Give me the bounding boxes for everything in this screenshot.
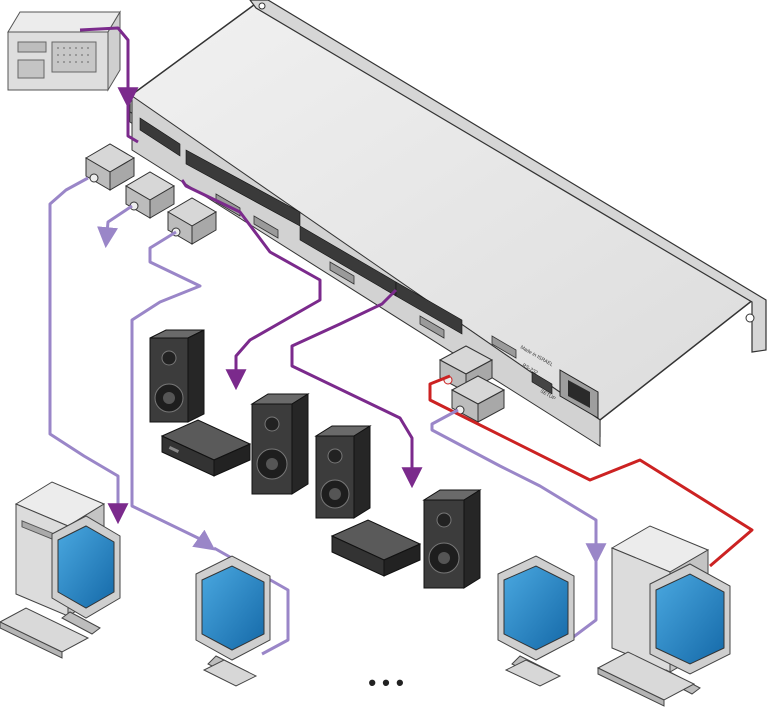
desktop-computer-1-icon: [0, 481, 121, 659]
dip-switch-block: [531, 371, 553, 395]
cables: [48, 26, 754, 656]
ellipsis-more-devices: • • •: [368, 670, 403, 695]
lcd-monitor-2-icon: [497, 555, 575, 687]
power-socket-icon: [559, 369, 599, 419]
vga-connector-3-icon: [167, 197, 217, 245]
cable-vga-monitor-2: [430, 408, 607, 565]
speaker-1-icon: [149, 329, 205, 423]
lcd-monitor-1-icon: [195, 555, 271, 687]
cable-audio-out-2: [290, 288, 423, 489]
vga-connector-2-icon: [125, 171, 175, 219]
cable-rs232: [428, 374, 754, 568]
amplifier-2-icon: [330, 519, 422, 577]
cable-vga-computer-1: [48, 176, 129, 525]
speaker-3-icon: [314, 425, 372, 519]
terminal-block-strips: [139, 117, 463, 335]
cable-audio-out-1: [180, 179, 322, 391]
cable-vga-monitor-1: [97, 204, 133, 249]
vga-connector-5-icon: [450, 375, 506, 423]
desktop-computer-2-icon: [596, 525, 731, 707]
vga-connector-1-icon: [85, 143, 135, 191]
amplifier-1-icon: [160, 419, 252, 477]
speaker-2-icon: [250, 393, 310, 495]
audio-source-player-icon: [7, 10, 121, 92]
speaker-4-icon: [422, 489, 482, 589]
cable-audio-source: [79, 26, 139, 109]
cable-vga-monitor-1b: [130, 230, 216, 551]
